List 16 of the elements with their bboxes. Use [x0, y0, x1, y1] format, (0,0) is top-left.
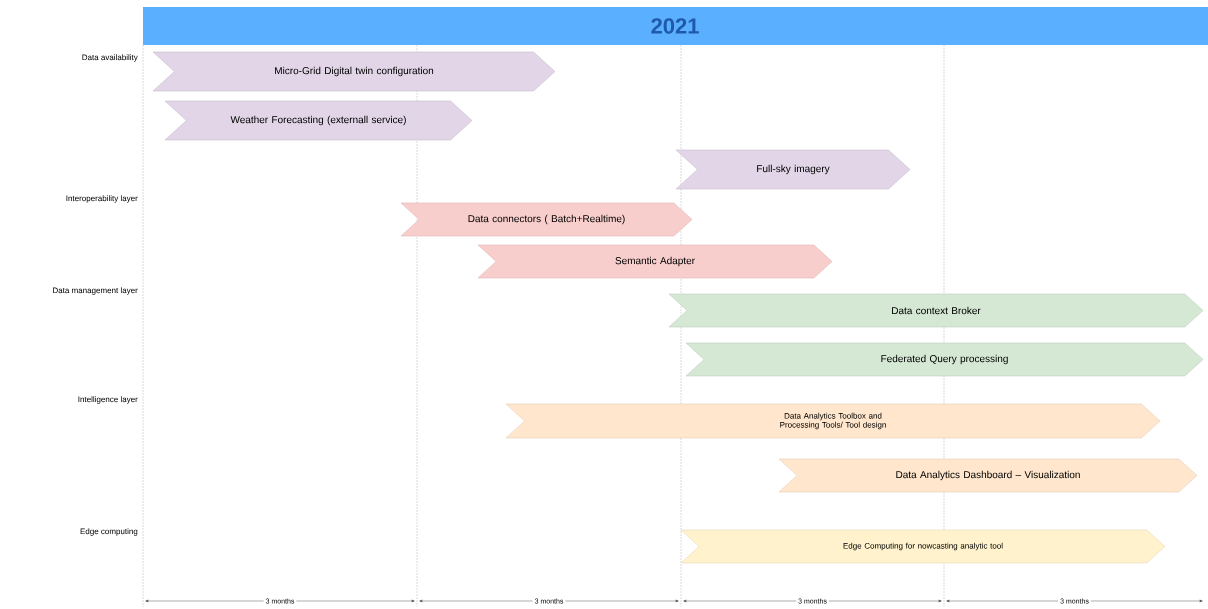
row-label: Intelligence layer	[78, 396, 138, 404]
chevron-bar: Data context Broker	[668, 293, 1204, 328]
row-label: Edge computing	[80, 528, 138, 536]
chevron-bar: Full-sky imagery	[675, 149, 911, 190]
row-label: Data availability	[82, 54, 138, 62]
header-band: 2021	[143, 7, 1208, 45]
chevron-bar: Weather Forecasting (externall service)	[164, 100, 473, 141]
chevron-bar: Data Analytics Dashboard – Visualization	[778, 458, 1198, 493]
chevron-bar: Data connectors ( Batch+Realtime)	[400, 202, 693, 237]
row-label: Data management layer	[53, 287, 138, 295]
chevron-bar: Semantic Adapter	[477, 244, 833, 279]
chevron-bar: Data Analytics Toolbox and Processing Tools/ Tool design	[505, 403, 1161, 439]
chevron-bar: Edge Computing for nowcasting analytic tool	[680, 529, 1166, 564]
chevron-bar: Micro-Grid Digital twin configuration	[152, 51, 556, 92]
chevron-bar: Federated Query processing	[685, 342, 1204, 377]
row-label: Interoperability layer	[66, 195, 138, 203]
